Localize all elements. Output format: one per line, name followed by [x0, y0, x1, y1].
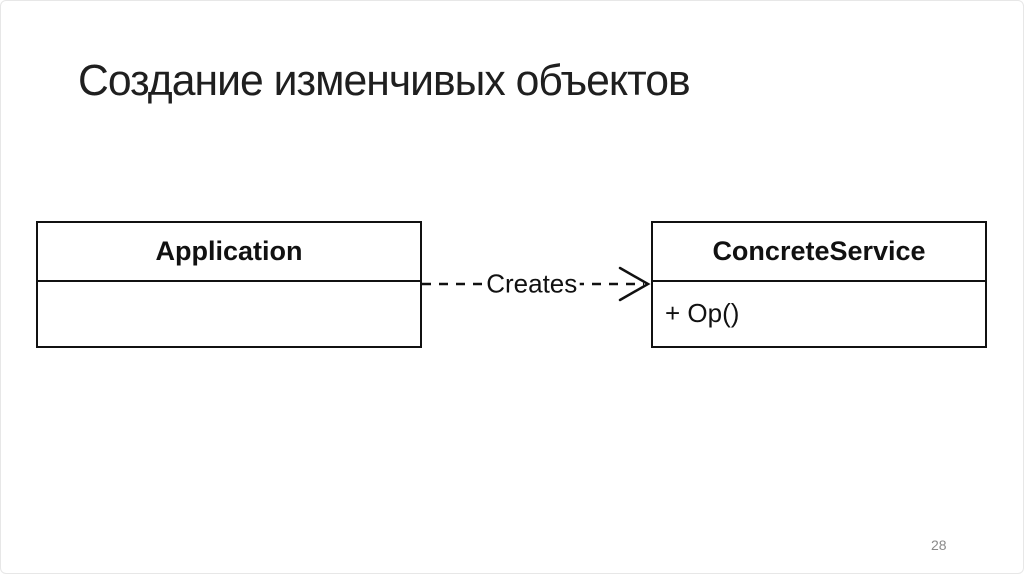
creates-connector: Creates	[422, 262, 651, 306]
class-members-empty	[38, 282, 420, 344]
page-number: 28	[931, 537, 947, 553]
class-member-label: + Op()	[665, 297, 740, 328]
class-name-label: ConcreteService	[653, 223, 985, 282]
connector-label: Creates	[484, 268, 580, 300]
class-members: + Op()	[653, 282, 985, 344]
class-name-label: Application	[38, 223, 420, 282]
class-box-concreteservice: ConcreteService + Op()	[651, 221, 987, 348]
class-box-application: Application	[36, 221, 422, 348]
slide-title: Создание изменчивых объектов	[78, 56, 691, 105]
